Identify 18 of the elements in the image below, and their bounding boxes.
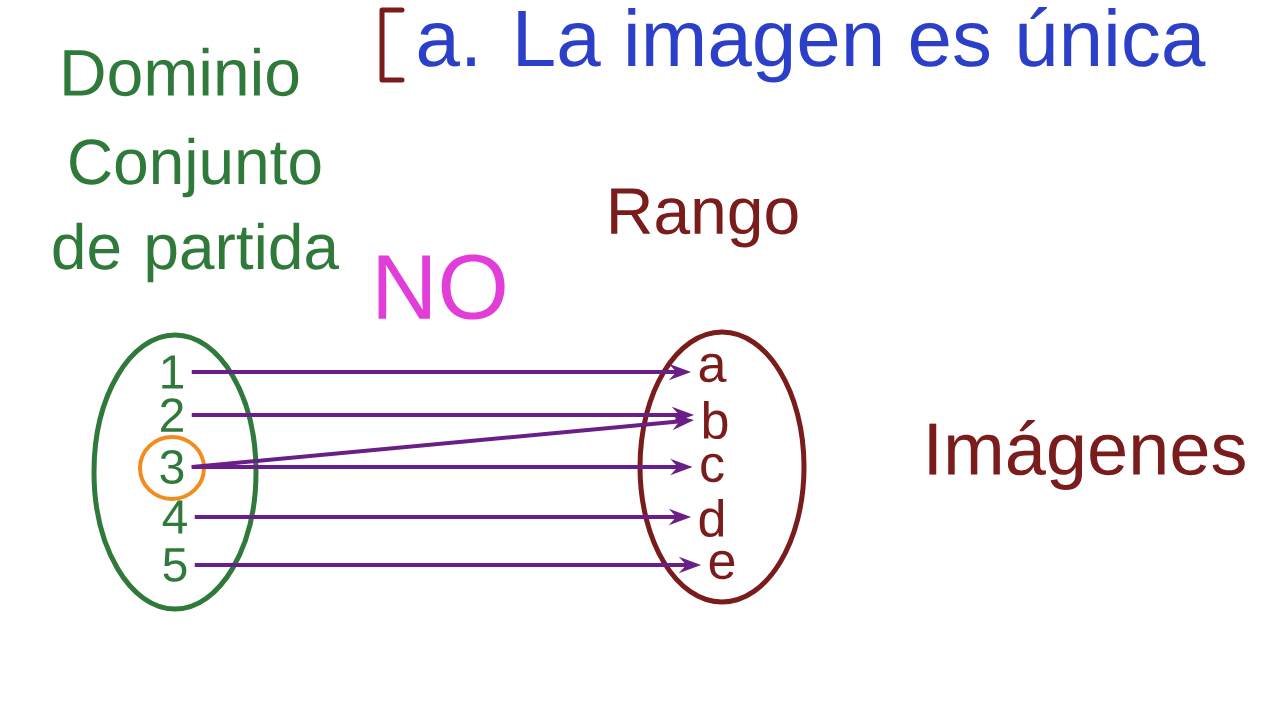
subheading: Conjunto de partida <box>53 137 340 283</box>
set-element: b <box>703 400 728 440</box>
set-element: 3 <box>160 450 184 484</box>
set-element: a <box>699 353 727 383</box>
set-element: e <box>709 550 735 580</box>
heading: Rango <box>611 188 798 248</box>
set-element: d <box>699 498 724 538</box>
set-element: 2 <box>161 398 183 432</box>
annotation: NO <box>378 254 505 320</box>
side-label: Imágenes <box>929 420 1245 490</box>
set-ellipse <box>91 332 259 612</box>
set-ellipse <box>637 329 807 605</box>
set-element: 1 <box>162 355 183 389</box>
set-element: c <box>701 453 724 483</box>
title-text: a. La imagen es única <box>418 7 1206 83</box>
set-element: 5 <box>163 548 187 582</box>
heading: Dominio <box>64 47 299 97</box>
set-element: 4 <box>162 500 187 534</box>
